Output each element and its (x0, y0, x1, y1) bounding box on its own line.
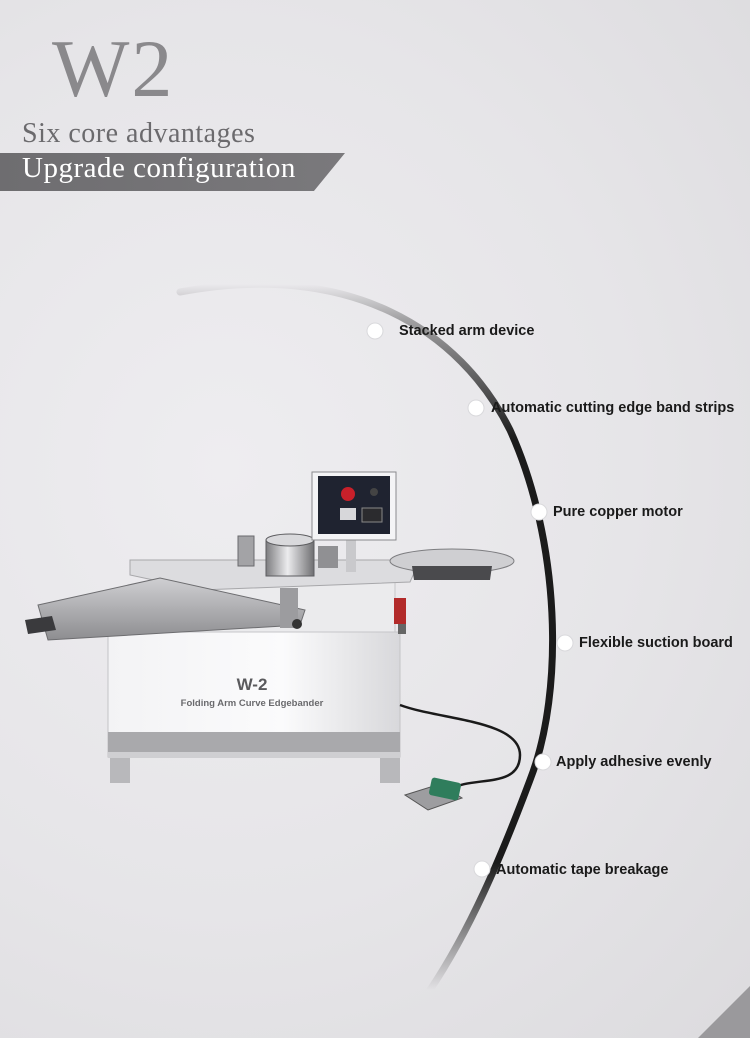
model-title: W2 (52, 23, 175, 114)
edgebander-machine (25, 471, 522, 811)
banner-title: Upgrade configuration (22, 152, 296, 184)
feature-copper-motor: Pure copper motor (553, 504, 683, 520)
feature-tape-breakage: Automatic tape breakage (496, 862, 669, 878)
marker-4 (556, 634, 574, 652)
feature-stacked-arm: Stacked arm device (399, 323, 535, 339)
subtitle: Six core advantages (22, 118, 256, 149)
feature-arc (176, 280, 556, 994)
marker-1 (366, 322, 384, 340)
feature-auto-cutting: Automatic cutting edge band strips (491, 400, 735, 416)
machine-label: W-2 (237, 675, 268, 694)
marker-3 (530, 503, 548, 521)
marker-6 (473, 860, 491, 878)
marker-2 (467, 399, 485, 417)
control-box (311, 471, 397, 541)
marker-5 (534, 753, 552, 771)
feature-suction-board: Flexible suction board (579, 635, 733, 651)
feature-adhesive: Apply adhesive evenly (556, 754, 712, 770)
corner-decoration (698, 986, 750, 1038)
foot-pedal (403, 777, 464, 811)
machine-caption: Folding Arm Curve Edgebander (181, 698, 324, 709)
feature-markers (366, 322, 574, 878)
banner-background (0, 153, 345, 191)
